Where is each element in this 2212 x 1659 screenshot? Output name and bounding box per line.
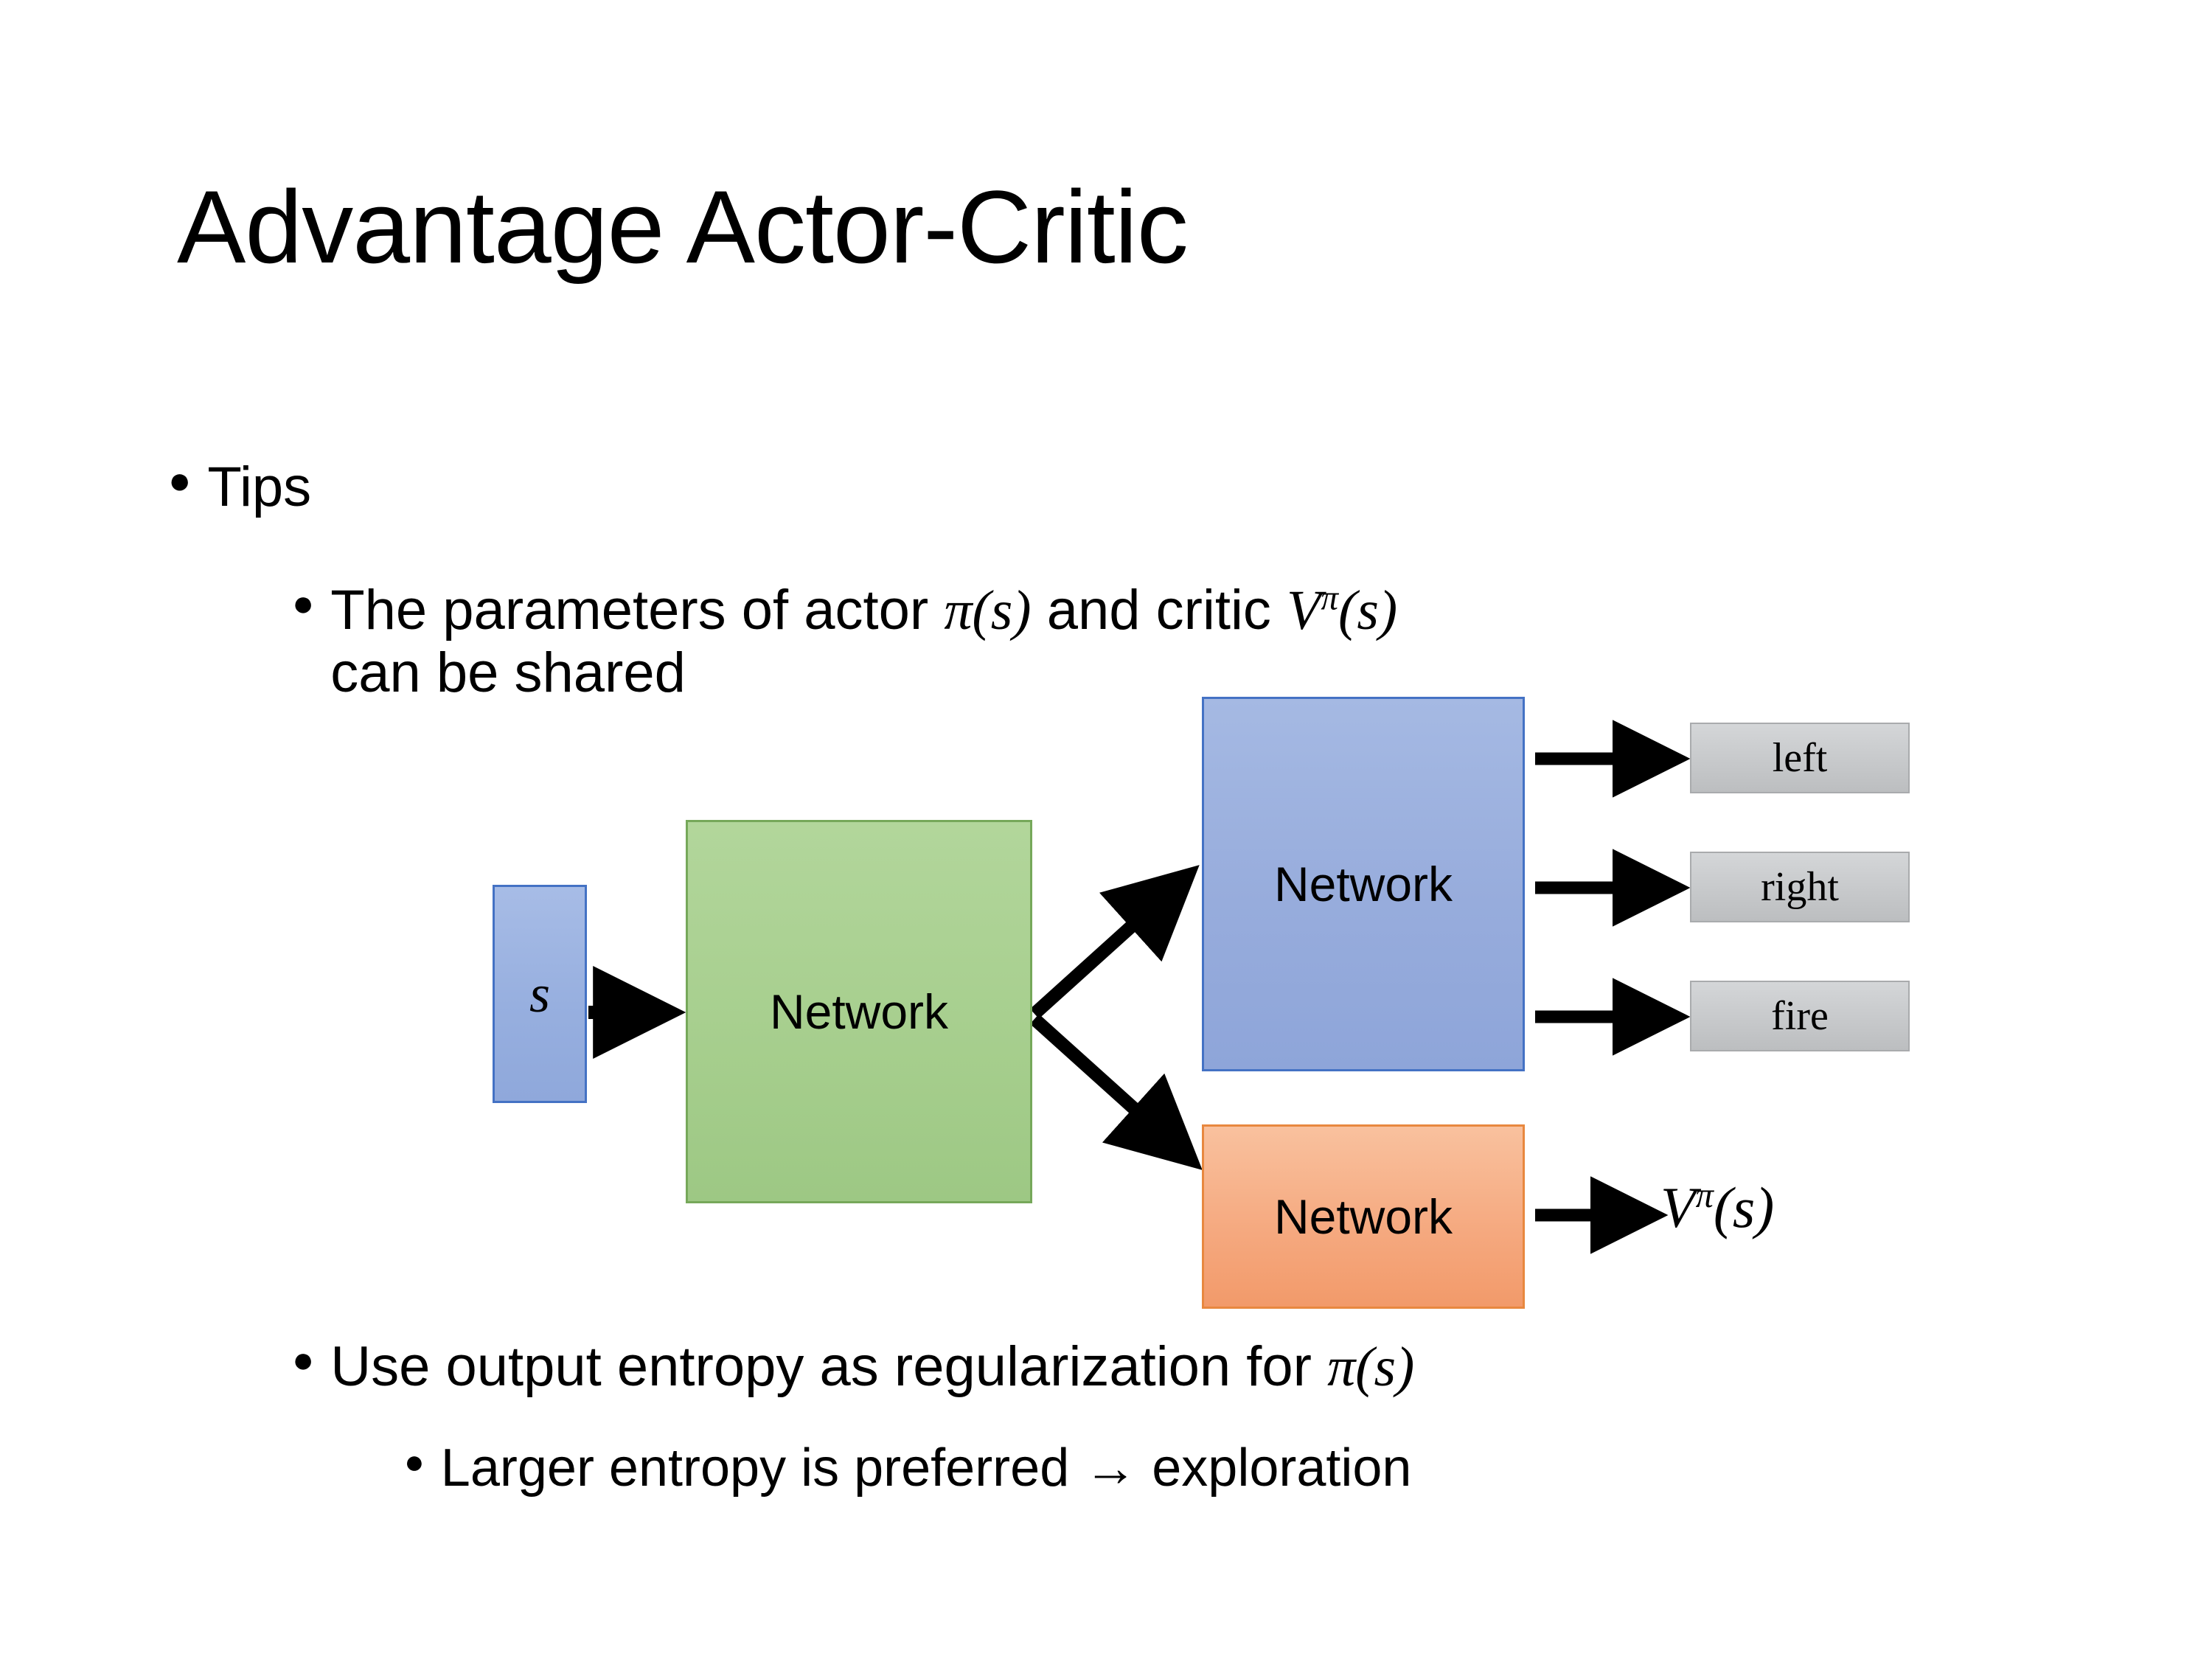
- bullet-entropy-regularization: ● Use output entropy as regularization f…: [292, 1336, 1414, 1399]
- bullet-tips-label: Tips: [207, 456, 312, 518]
- shared-text-part2: and critic: [1031, 579, 1287, 641]
- bullet-entropy-text: Use output entropy as regularization for…: [330, 1336, 1414, 1399]
- bullet-dot-icon: ●: [168, 459, 192, 502]
- bullet-dot-icon: ●: [404, 1442, 425, 1481]
- action-box-left: left: [1690, 723, 1910, 793]
- shared-network-label: Network: [769, 984, 949, 1039]
- math-v: V: [1286, 580, 1321, 641]
- bullet-exploration: ● Larger entropy is preferred → explorat…: [404, 1439, 1411, 1498]
- critic-output-superscript-pi: π: [1695, 1176, 1714, 1215]
- math-v-superscript-pi: π: [1321, 579, 1339, 618]
- math-pi-s-entropy: π(s): [1327, 1336, 1415, 1398]
- arrow-shared-to-critic: [1029, 1014, 1203, 1170]
- critic-network-label: Network: [1273, 1189, 1453, 1244]
- page-title: Advantage Actor-Critic: [177, 169, 1189, 285]
- math-v-argument: (s): [1338, 580, 1398, 641]
- math-pi-s: π(s): [944, 580, 1032, 641]
- critic-output-label: Vπ(s): [1660, 1174, 1774, 1241]
- critic-output-argument: (s): [1713, 1175, 1775, 1239]
- bullet-tips: ● Tips: [168, 456, 312, 518]
- shared-network-box: Network: [686, 820, 1032, 1203]
- action-box-fire: fire: [1690, 981, 1910, 1051]
- actor-network-label: Network: [1273, 857, 1453, 911]
- input-state-box: s: [493, 885, 587, 1103]
- critic-output-base: V: [1660, 1175, 1696, 1239]
- shared-text-part1: The parameters of actor: [330, 579, 945, 641]
- entropy-text: Use output entropy as regularization for: [330, 1335, 1328, 1398]
- input-state-label: s: [529, 964, 551, 1023]
- shared-text-line2: can be shared: [330, 641, 686, 704]
- action-box-right: right: [1690, 852, 1910, 922]
- action-label-right: right: [1761, 864, 1839, 910]
- arrow-shared-to-actor: [1029, 865, 1200, 1019]
- bullet-shared-parameters-text: The parameters of actor π(s) and critic …: [330, 580, 1397, 703]
- critic-network-box: Network: [1202, 1124, 1525, 1309]
- bullet-shared-parameters: ● The parameters of actor π(s) and criti…: [292, 580, 1397, 703]
- bullet-dot-icon: ●: [292, 1339, 315, 1380]
- bullet-exploration-label: Larger entropy is preferred → exploratio…: [440, 1439, 1412, 1498]
- bullet-dot-icon: ●: [292, 582, 315, 624]
- action-label-fire: fire: [1771, 993, 1829, 1039]
- actor-network-box: Network: [1202, 697, 1525, 1071]
- action-label-left: left: [1772, 735, 1828, 781]
